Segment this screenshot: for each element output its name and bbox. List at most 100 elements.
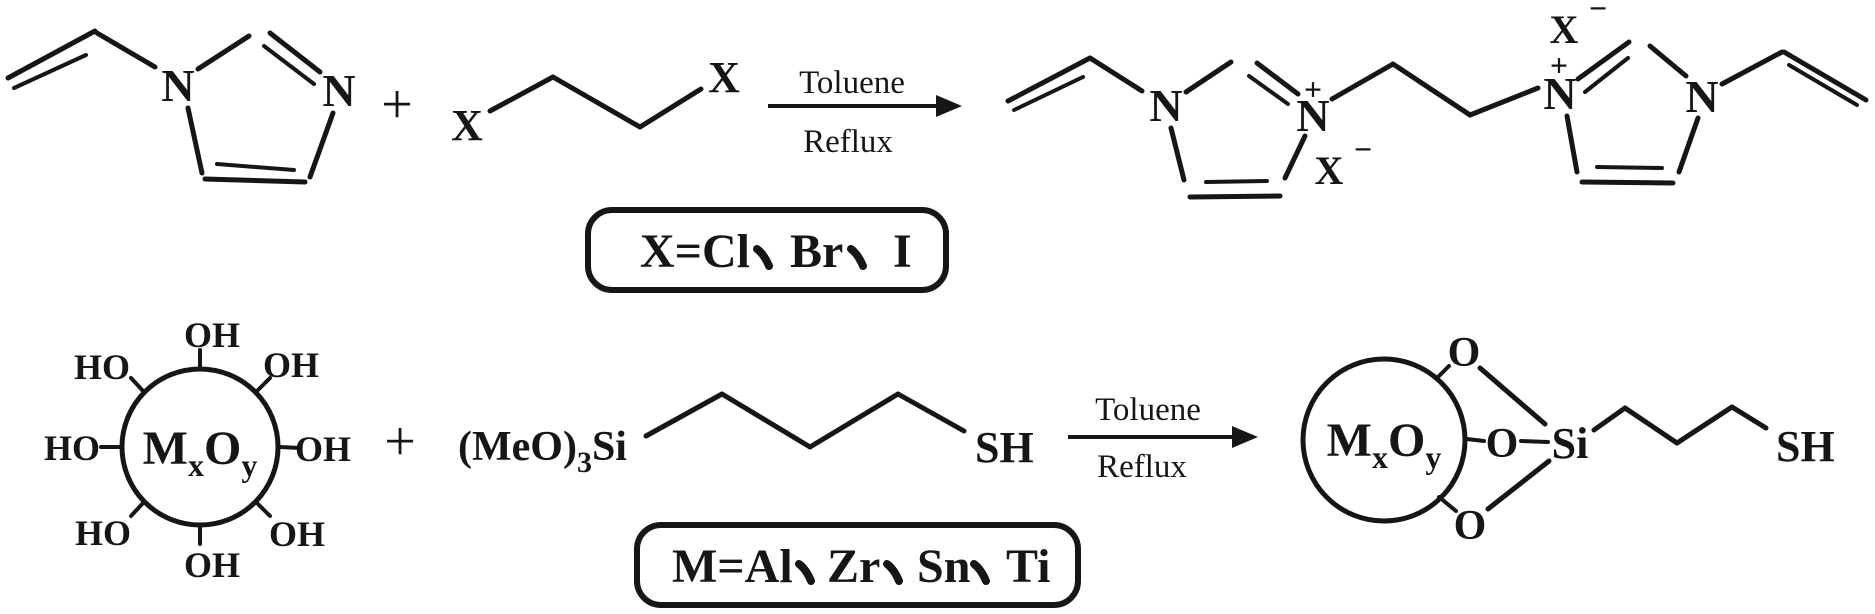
- core-x-subscript: x: [1372, 439, 1388, 475]
- linker-bond-N-C: [1329, 61, 1396, 102]
- grafted-silane-product: MxOy O O O Si SH: [1300, 330, 1835, 549]
- vinyl-double-bond-inner: [1012, 75, 1085, 112]
- cjk-comma-separator: [753, 245, 773, 270]
- bisimidazolium-product-structure: N + N X − X − + N N: [1005, 0, 1869, 200]
- ring-double-bond-C2-N3-outer: [1254, 60, 1301, 97]
- ring-double-bond-N1-C2-inner: [1583, 56, 1630, 94]
- ring-bond-N3-C4: [1282, 133, 1308, 181]
- arrow-head-1: [936, 95, 962, 117]
- hydroxyl-top: OH: [184, 315, 240, 355]
- legend2-part-zr: Zr: [827, 540, 880, 593]
- hydroxyl-bottom-right: OH: [269, 514, 325, 554]
- plus-sign-1: +: [381, 74, 413, 136]
- legend2-part-ti: Ti: [1006, 540, 1050, 593]
- core-O: O: [1388, 414, 1425, 467]
- legend1-part-br: Br: [790, 225, 843, 278]
- legend-box-2-border: [634, 522, 1081, 608]
- vinyl-to-N-bond: [1087, 55, 1145, 94]
- silane-prefix: (MeO): [458, 424, 577, 470]
- atom-label-ring2-N-plus: N: [1543, 68, 1576, 119]
- cjk-comma-separator: [795, 560, 815, 585]
- oh-stub-right: [278, 445, 302, 450]
- vinyl-double-bond-inner: [12, 53, 88, 90]
- chain-bond-4: [1729, 404, 1769, 431]
- core-x-subscript: x: [188, 447, 204, 483]
- O-middle-to-Si-bond: [1519, 439, 1550, 444]
- ring-bond-C5-N1: [1564, 113, 1580, 175]
- ring-double-bond-C2-N3-inner: [1247, 74, 1290, 106]
- legend-box-halogens: X=Cl Br I: [585, 207, 949, 293]
- hydroxyl-right: OH: [295, 429, 351, 469]
- ring-double-bond-N1-C2-outer: [1575, 39, 1632, 82]
- ring1-plus-charge: +: [1304, 71, 1322, 107]
- atom-label-ring1-N-plus: N: [1296, 90, 1329, 141]
- ring-double-bond-C4-C5-inner: [1595, 165, 1664, 170]
- N-to-vinyl-bond: [1719, 49, 1785, 87]
- bond-C-C: [550, 74, 643, 130]
- ring-bond-C5-N1: [1168, 125, 1187, 183]
- ring-double-bond-C4-C5-inner: [215, 162, 296, 172]
- reaction-arrow-1: Toluene Reflux: [768, 65, 962, 160]
- ring-bond-N1-C2: [1183, 59, 1234, 95]
- chain-bond-2: [719, 391, 813, 450]
- anion1-X: X: [1315, 148, 1344, 193]
- anion2-minus: −: [1589, 0, 1607, 26]
- atom-label-O-bottom: O: [1454, 503, 1487, 549]
- silane-structure: (MeO)3Si SH: [458, 391, 1034, 479]
- oh-stub-bottom-left: [129, 500, 146, 518]
- core-O: O: [204, 422, 241, 475]
- atom-label-X-left: X: [451, 101, 483, 150]
- condition-mode-1: Reflux: [803, 124, 893, 160]
- ring-bond-C2-N3: [1647, 43, 1689, 79]
- silane-si: Si: [592, 424, 627, 470]
- legend1-part-xcl: X=Cl: [640, 225, 750, 278]
- atom-label-O-top: O: [1448, 330, 1481, 376]
- ring-bond-C5-N1: [185, 105, 205, 176]
- nanoparticle-core-formula: MxOy: [143, 422, 258, 483]
- cjk-comma-separator: [883, 560, 903, 585]
- product-thiol-label: SH: [1776, 422, 1835, 471]
- atom-label-O-middle: O: [1486, 421, 1519, 467]
- hydroxyl-top-left: HO: [74, 347, 130, 387]
- ring-bond-N3-C4: [1676, 115, 1701, 175]
- legend2-part-mal: M=Al: [672, 540, 793, 593]
- vinyl-double-bond-outer: [1005, 55, 1093, 104]
- hydroxyl-left: HO: [44, 428, 100, 468]
- atom-label-ring2-N: N: [1685, 71, 1718, 122]
- reaction-arrow-2: Toluene Reflux: [1068, 392, 1258, 485]
- core-M: M: [143, 422, 188, 475]
- ring-double-bond-C4-C5-inner: [1204, 179, 1269, 184]
- atom-label-N3: N: [322, 65, 355, 116]
- vinyl-double-bond-outer: [1781, 49, 1869, 103]
- legend2-part-sn: Sn: [917, 540, 970, 593]
- core-M: M: [1327, 414, 1372, 467]
- bond-C-X: [637, 86, 704, 130]
- atom-label-X-right: X: [708, 53, 740, 102]
- ring-double-bond-C2-N3-outer: [267, 30, 323, 75]
- chain-bond-1: [643, 391, 725, 439]
- vinylimidazole-structure: N N: [5, 28, 356, 185]
- atom-label-ring1-N: N: [1149, 80, 1182, 131]
- hydroxyl-top-right: OH: [263, 345, 319, 385]
- O-top-to-Si-bond: [1477, 365, 1548, 427]
- anion2-X: X: [1550, 7, 1579, 52]
- oh-stub-top-left: [129, 376, 146, 394]
- ring-bond-C4-C5: [1187, 193, 1283, 200]
- thiol-label: SH: [975, 423, 1034, 472]
- condition-mode-2: Reflux: [1097, 449, 1187, 485]
- oh-stub-bottom-right: [254, 500, 272, 518]
- cjk-comma-separator: [970, 560, 990, 585]
- core-y-subscript: y: [1425, 439, 1441, 475]
- chain-bond-3: [807, 391, 901, 450]
- chain-bond-2: [1622, 405, 1680, 446]
- dihaloethane-structure: X X: [451, 53, 740, 150]
- ring-bond-N1-C2: [195, 33, 252, 72]
- chain-bond-3: [1674, 404, 1735, 446]
- cjk-comma-separator: [847, 245, 867, 270]
- atom-label-Si: Si: [1552, 419, 1589, 468]
- linker-bond-C-C: [1390, 61, 1473, 118]
- circle-to-O-middle-bond: [1465, 437, 1486, 443]
- chain-bond-1: [1591, 405, 1628, 433]
